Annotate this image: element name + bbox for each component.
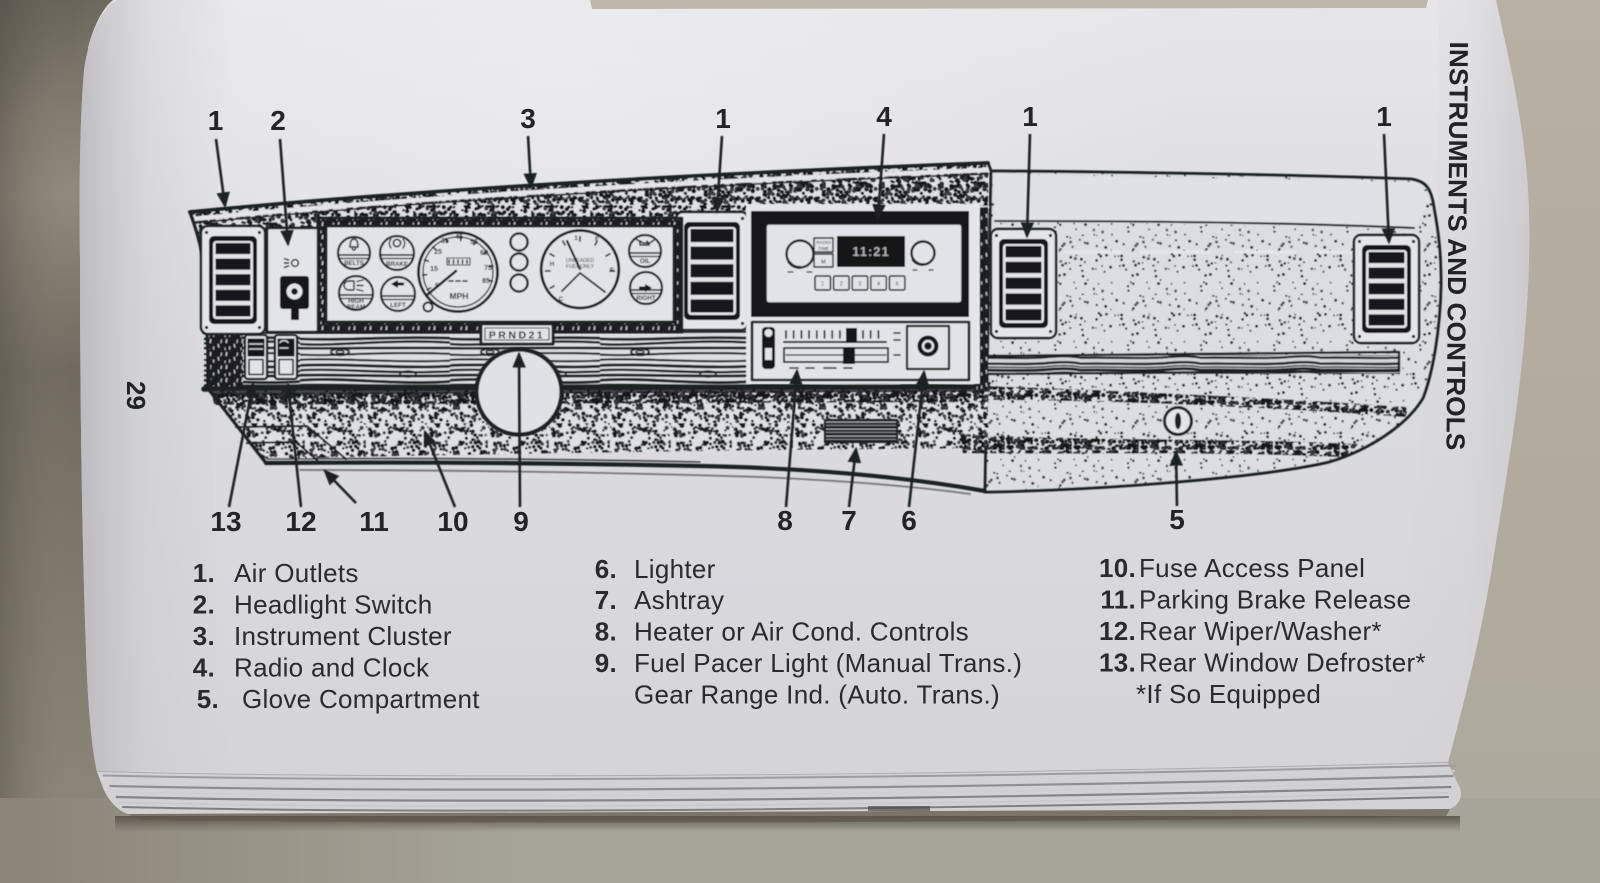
svg-text:1.: 1. xyxy=(193,558,215,588)
svg-text:9.: 9. xyxy=(595,648,617,678)
svg-text:2: 2 xyxy=(840,282,843,288)
svg-text:MPH: MPH xyxy=(450,291,469,301)
svg-text:35: 35 xyxy=(441,238,449,245)
svg-text:1: 1 xyxy=(208,105,224,136)
svg-text:LEFT: LEFT xyxy=(390,302,406,309)
svg-text:1: 1 xyxy=(1376,101,1392,132)
svg-text:25: 25 xyxy=(434,249,442,256)
svg-text:Air Outlets: Air Outlets xyxy=(234,558,359,588)
svg-text:RIGHT: RIGHT xyxy=(636,295,655,302)
svg-text:Instrument Cluster: Instrument Cluster xyxy=(234,621,452,651)
svg-text:Heater or Air Cond. Controls: Heater or Air Cond. Controls xyxy=(634,617,969,647)
svg-text:85: 85 xyxy=(482,278,490,285)
svg-text:Glove Compartment: Glove Compartment xyxy=(242,684,480,714)
svg-text:10.: 10. xyxy=(1099,553,1136,583)
svg-text:E: E xyxy=(610,267,615,274)
svg-text:4.: 4. xyxy=(193,653,215,683)
svg-text:*If So Equipped: *If So Equipped xyxy=(1136,679,1321,709)
svg-text:9: 9 xyxy=(513,506,529,537)
svg-text:PRND21: PRND21 xyxy=(489,330,545,342)
svg-text:4: 4 xyxy=(877,282,880,288)
svg-text:2: 2 xyxy=(270,105,286,136)
svg-text:13: 13 xyxy=(210,506,241,537)
svg-text:1: 1 xyxy=(1022,101,1038,132)
svg-text:4: 4 xyxy=(876,101,892,132)
svg-text:Fuse Access Panel: Fuse Access Panel xyxy=(1139,553,1365,583)
svg-text:12: 12 xyxy=(285,506,316,537)
svg-text:55: 55 xyxy=(470,239,478,246)
svg-text:RADIO: RADIO xyxy=(816,240,831,245)
svg-text:Gear Range Ind. (Auto. Trans.): Gear Range Ind. (Auto. Trans.) xyxy=(634,680,1000,710)
svg-text:TIME: TIME xyxy=(818,246,829,251)
svg-text:1: 1 xyxy=(574,235,578,242)
svg-text:2.: 2. xyxy=(193,590,215,620)
svg-text:Radio and Clock: Radio and Clock xyxy=(234,653,430,683)
svg-text:HIGH: HIGH xyxy=(348,298,364,305)
svg-text:75: 75 xyxy=(484,265,492,272)
svg-text:5: 5 xyxy=(1169,504,1185,535)
svg-text:Ashtray: Ashtray xyxy=(634,585,724,615)
svg-text:6: 6 xyxy=(901,505,917,536)
svg-text:5: 5 xyxy=(896,282,899,288)
svg-text:BRAKE: BRAKE xyxy=(386,261,408,268)
svg-text:OIL: OIL xyxy=(640,258,651,265)
svg-text:5.: 5. xyxy=(197,684,219,714)
svg-text:7.: 7. xyxy=(595,585,617,615)
svg-text:12.: 12. xyxy=(1099,616,1136,646)
svg-text:11:21: 11:21 xyxy=(852,244,890,259)
svg-text:65: 65 xyxy=(480,250,488,257)
svg-text:Rear Window Defroster*: Rear Window Defroster* xyxy=(1139,648,1426,678)
svg-text:Rear Wiper/Washer*: Rear Wiper/Washer* xyxy=(1139,616,1382,646)
svg-text:M: M xyxy=(821,260,826,266)
svg-text:H: H xyxy=(550,261,555,268)
svg-text:8: 8 xyxy=(777,505,793,536)
svg-text:INSTRUMENTS AND CONTROLS: INSTRUMENTS AND CONTROLS xyxy=(1440,41,1474,450)
svg-text:BEAM: BEAM xyxy=(347,304,365,311)
svg-text:F: F xyxy=(595,236,599,243)
svg-text:Headlight Switch: Headlight Switch xyxy=(234,590,432,620)
svg-text:BELTS: BELTS xyxy=(344,260,364,267)
svg-text:15: 15 xyxy=(430,266,438,273)
svg-text:Parking Brake Release: Parking Brake Release xyxy=(1139,585,1411,615)
svg-text:Fuel Pacer Light (Manual Trans: Fuel Pacer Light (Manual Trans.) xyxy=(634,648,1022,678)
svg-text:3: 3 xyxy=(520,103,536,134)
svg-text:11.: 11. xyxy=(1100,585,1136,615)
svg-text:7: 7 xyxy=(841,505,857,536)
svg-text:29: 29 xyxy=(121,381,151,410)
svg-text:Lighter: Lighter xyxy=(634,554,716,584)
svg-text:6.: 6. xyxy=(595,554,617,584)
svg-text:10: 10 xyxy=(437,506,468,537)
svg-text:FUEL ONLY: FUEL ONLY xyxy=(566,264,595,270)
svg-text:8.: 8. xyxy=(595,617,617,647)
svg-text:1: 1 xyxy=(715,103,731,134)
svg-text:3: 3 xyxy=(859,282,862,288)
svg-text:11: 11 xyxy=(359,506,389,537)
svg-text:C: C xyxy=(559,296,564,303)
svg-text:UNLEADED: UNLEADED xyxy=(566,258,595,264)
svg-text:13.: 13. xyxy=(1099,648,1136,678)
svg-text:3.: 3. xyxy=(193,621,215,651)
svg-text:45: 45 xyxy=(455,234,463,241)
svg-text:1: 1 xyxy=(821,282,824,288)
